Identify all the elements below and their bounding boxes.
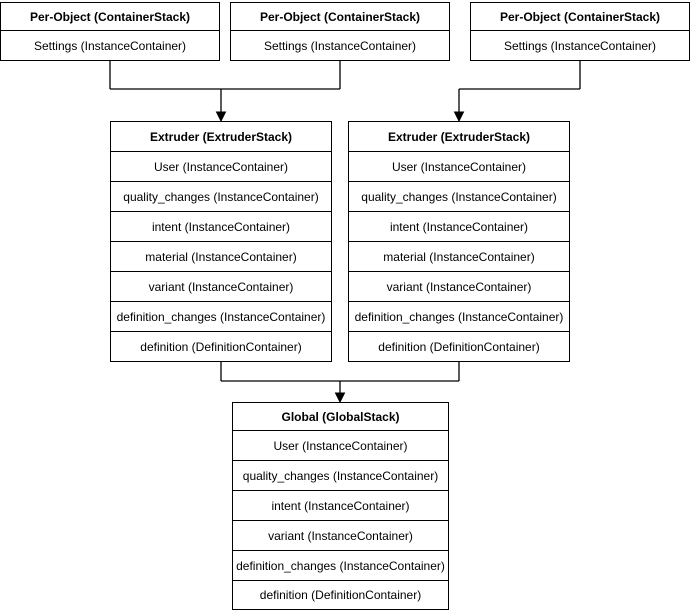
node-row: intent (InstanceContainer) (111, 212, 331, 242)
node-row: variant (InstanceContainer) (349, 272, 569, 302)
node-per-object-2: Per-Object (ContainerStack) Settings (In… (230, 2, 450, 61)
node-global: Global (GlobalStack) User (InstanceConta… (232, 402, 449, 610)
node-extruder-1-title: Extruder (ExtruderStack) (111, 122, 331, 152)
node-row: intent (InstanceContainer) (233, 491, 448, 521)
node-per-object-1: Per-Object (ContainerStack) Settings (In… (0, 2, 220, 61)
node-extruder-2: Extruder (ExtruderStack) User (InstanceC… (348, 121, 570, 362)
node-row: Settings (InstanceContainer) (33, 38, 187, 53)
node-row: User (InstanceContainer) (233, 431, 448, 461)
node-row: variant (InstanceContainer) (233, 521, 448, 551)
node-extruder-1: Extruder (ExtruderStack) User (InstanceC… (110, 121, 332, 362)
node-row: variant (InstanceContainer) (111, 272, 331, 302)
node-row: quality_changes (InstanceContainer) (111, 182, 331, 212)
edge-per-object-3-to-extruder-2 (458, 61, 581, 113)
node-per-object-3: Per-Object (ContainerStack) Settings (In… (470, 2, 690, 61)
node-per-object-2-title: Per-Object (ContainerStack) (231, 3, 449, 31)
node-row: definition (DefinitionContainer) (378, 339, 540, 354)
node-row: definition_changes (InstanceContainer) (233, 551, 448, 581)
node-row: material (InstanceContainer) (349, 242, 569, 272)
node-row: Settings (InstanceContainer) (503, 38, 657, 53)
node-row: User (InstanceContainer) (111, 152, 331, 182)
arrowhead-extruder-2 (453, 111, 465, 123)
node-global-title: Global (GlobalStack) (233, 403, 448, 431)
node-row: quality_changes (InstanceContainer) (349, 182, 569, 212)
node-per-object-1-title: Per-Object (ContainerStack) (1, 3, 219, 31)
node-row: quality_changes (InstanceContainer) (233, 461, 448, 491)
node-extruder-2-title: Extruder (ExtruderStack) (349, 122, 569, 152)
edge-per-objects-to-extruder-1 (109, 61, 341, 113)
node-row: definition_changes (InstanceContainer) (349, 302, 569, 332)
node-row: Settings (InstanceContainer) (263, 38, 417, 53)
node-row: definition (DefinitionContainer) (259, 588, 422, 602)
node-per-object-3-title: Per-Object (ContainerStack) (471, 3, 689, 31)
arrowhead-extruder-1 (215, 111, 227, 123)
node-row: User (InstanceContainer) (349, 152, 569, 182)
node-row: material (InstanceContainer) (111, 242, 331, 272)
node-row: definition_changes (InstanceContainer) (111, 302, 331, 332)
node-row: intent (InstanceContainer) (349, 212, 569, 242)
arrowhead-global (334, 392, 346, 404)
node-row: definition (DefinitionContainer) (140, 339, 302, 354)
edge-extruders-to-global (220, 362, 460, 394)
